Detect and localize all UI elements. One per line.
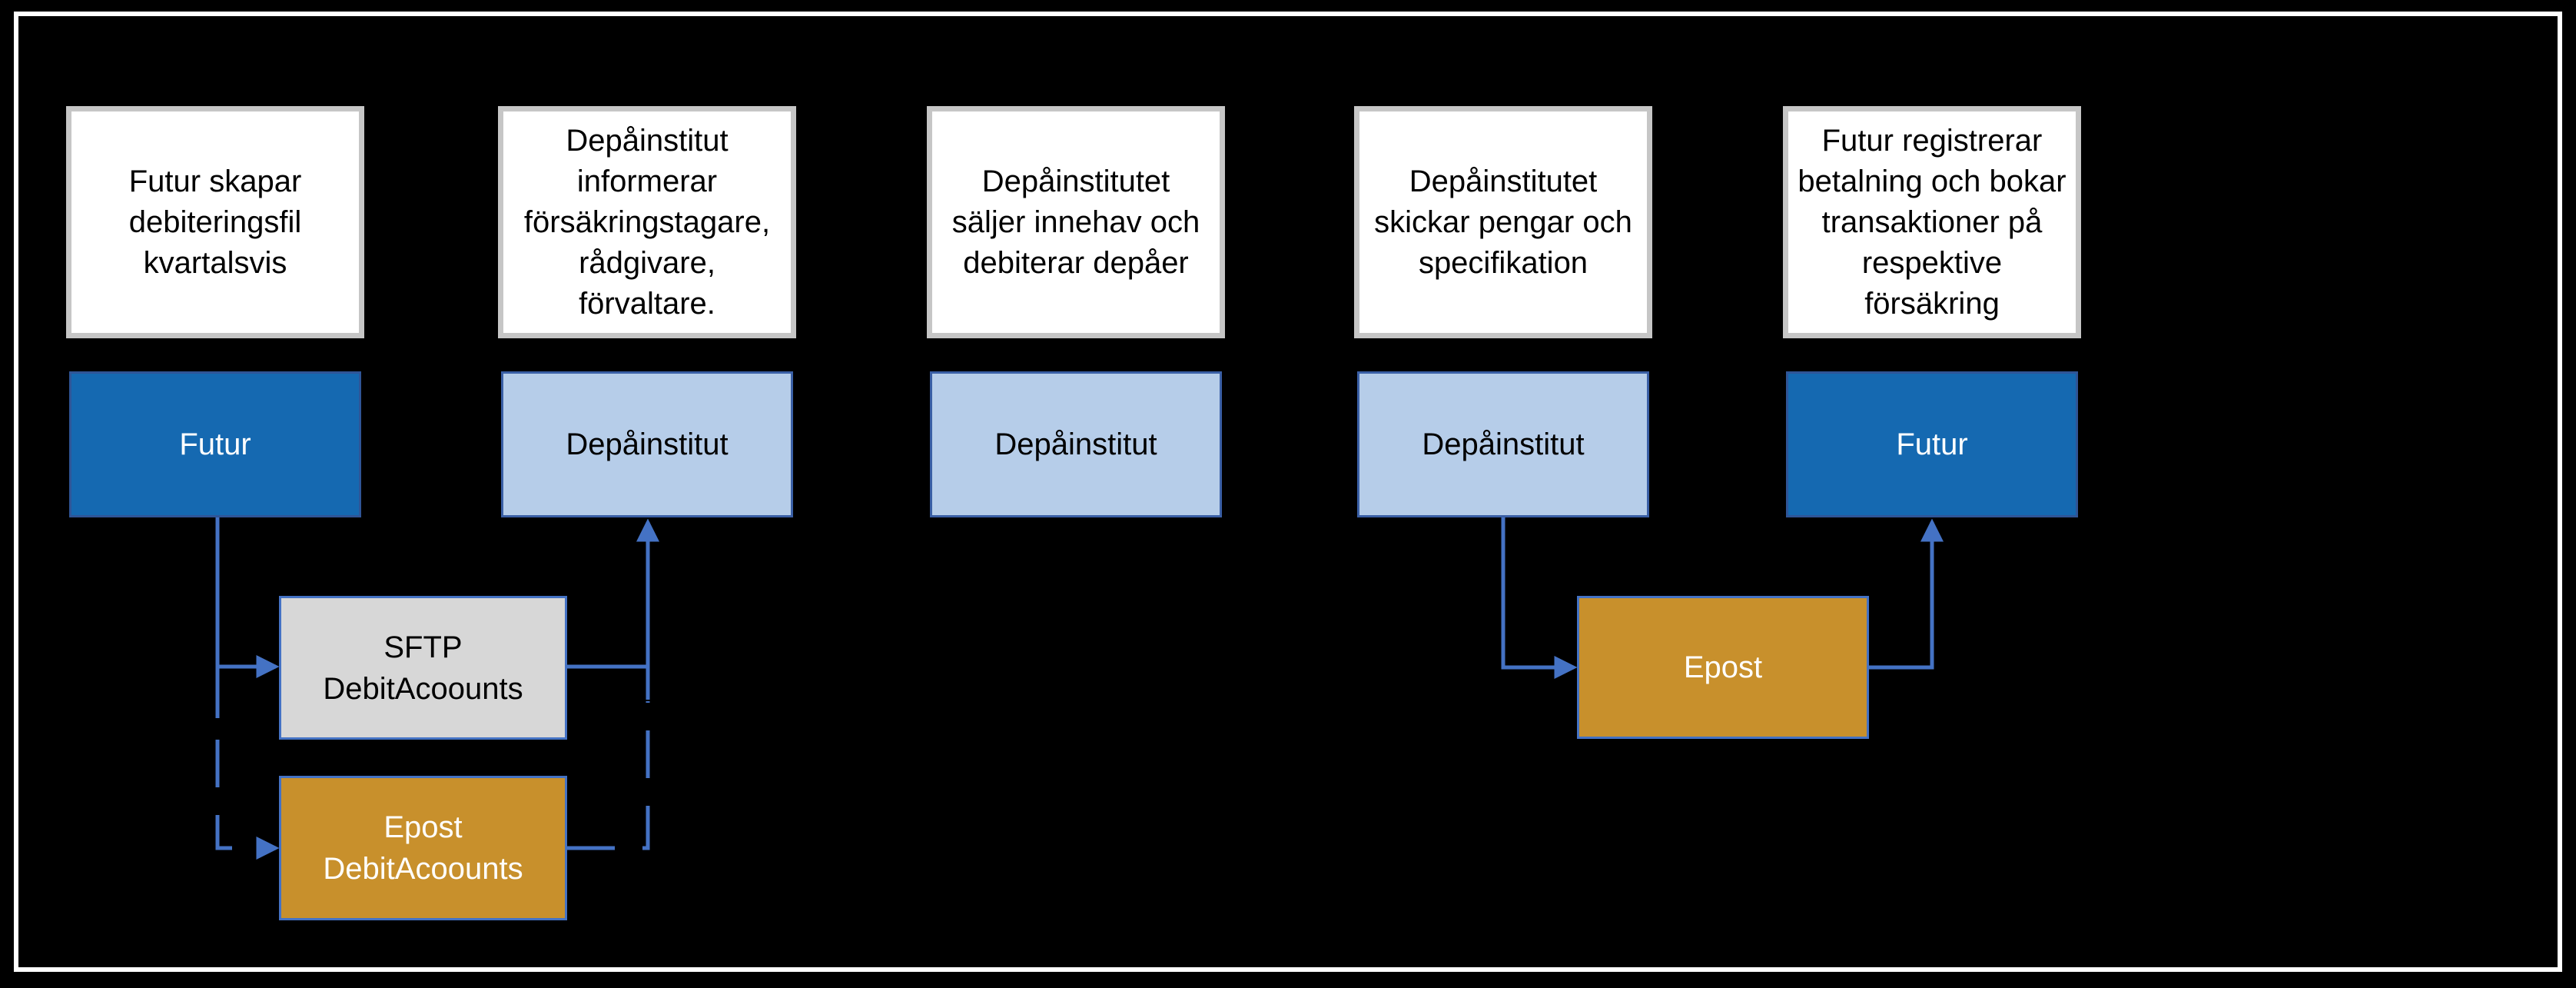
note-line: rådgivare, [579, 245, 715, 280]
actor-label: Futur [179, 427, 251, 461]
note-box-1: Futur skapar debiteringsfil kvartalsvis [66, 106, 364, 338]
channel-label-line: DebitAcoounts [323, 852, 523, 886]
note-line: debiteringsfil [128, 205, 302, 239]
note-box-2: Depåinstitut informerar försäkringstagar… [498, 106, 796, 338]
note-line: informerar [576, 164, 718, 198]
note-box-5: Futur registrerar betalning och bokar tr… [1783, 106, 2081, 338]
channel-box-sftp-debitacoounts: SFTP DebitAcoounts [279, 596, 567, 740]
actor-box-depainstitut-2: Depåinstitut [501, 371, 793, 517]
channel-label-line: SFTP [383, 630, 463, 664]
note-line: Futur skapar [128, 164, 302, 198]
actor-box-depainstitut-4: Depåinstitut [1357, 371, 1649, 517]
note-line: transaktioner på [1821, 205, 2043, 239]
note-line: betalning och bokar [1798, 164, 2066, 198]
actor-box-futur-5: Futur [1786, 371, 2078, 517]
note-box-3: Depåinstitutet säljer innehav och debite… [927, 106, 1225, 338]
slide-frame-border [14, 12, 2562, 972]
channel-label-line: Epost [383, 810, 463, 844]
channel-box-epost-debitacoounts: Epost DebitAcoounts [279, 776, 567, 920]
actor-box-depainstitut-3: Depåinstitut [930, 371, 1222, 517]
note-box-4: Depåinstitutet skickar pengar och specif… [1354, 106, 1652, 338]
note-line: Depåinstitutet [1409, 164, 1598, 198]
actor-label: Depåinstitut [1422, 427, 1585, 461]
note-line: förvaltare. [579, 286, 715, 321]
actor-label: Futur [1896, 427, 1968, 461]
channel-box-epost: Epost [1577, 596, 1869, 739]
note-line: respektive [1861, 245, 2003, 280]
actor-box-futur-1: Futur [69, 371, 361, 517]
note-line: debiterar depåer [963, 245, 1189, 280]
actor-label: Depåinstitut [994, 427, 1157, 461]
note-line: Depåinstitutet [981, 164, 1170, 198]
channel-label-line: Epost [1683, 650, 1763, 684]
channel-label-line: DebitAcoounts [323, 671, 523, 706]
actor-label: Depåinstitut [566, 427, 729, 461]
note-line: Depåinstitut [566, 123, 729, 158]
note-line: säljer innehav och [951, 205, 1200, 239]
note-line: försäkring [1864, 286, 2000, 321]
note-line: kvartalsvis [143, 245, 287, 280]
note-line: försäkringstagare, [523, 205, 771, 239]
note-line: specifikation [1418, 245, 1588, 280]
note-line: skickar pengar och [1374, 205, 1632, 239]
note-line: Futur registrerar [1821, 123, 2043, 158]
